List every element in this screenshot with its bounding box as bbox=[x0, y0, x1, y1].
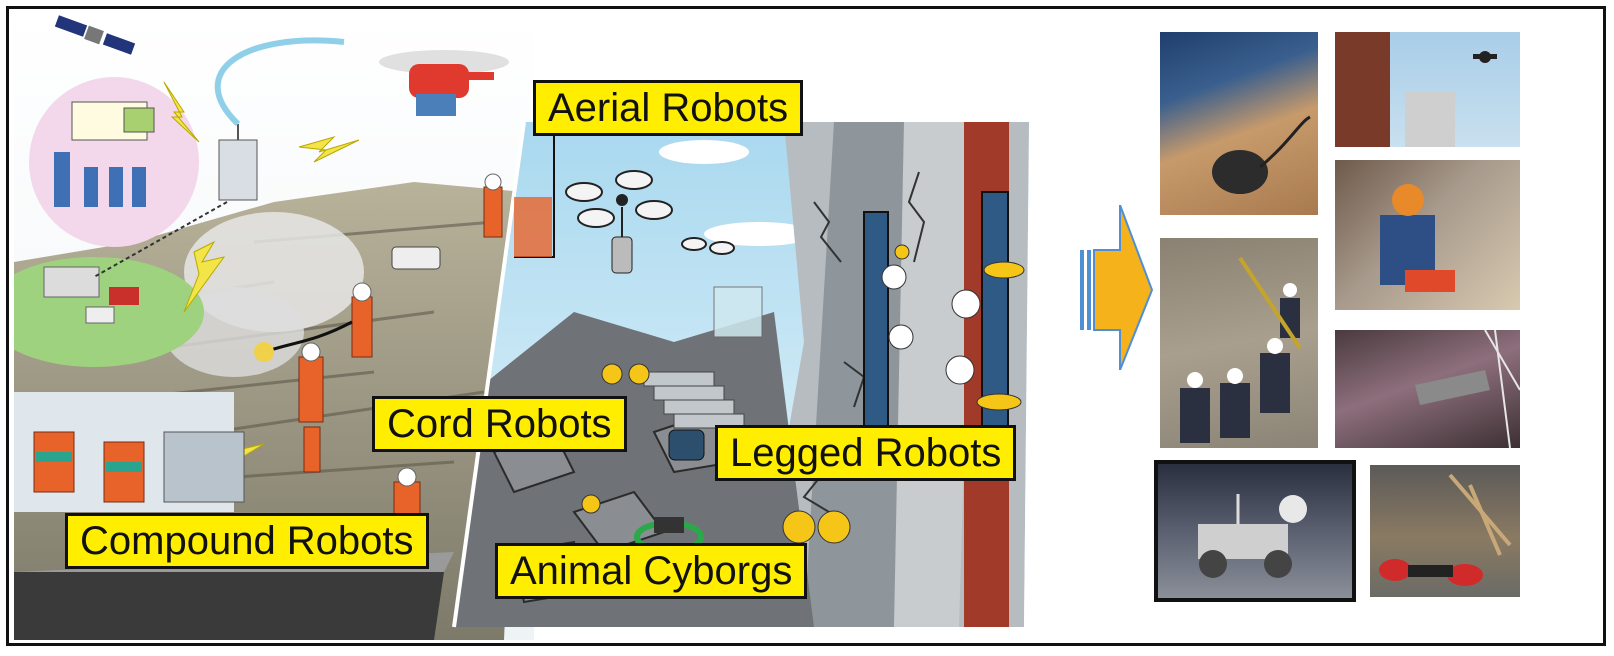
photo-cable-robot-on-pipe bbox=[1160, 32, 1318, 215]
photo-rescuers-hillside bbox=[1160, 238, 1318, 448]
photo-operator-orange bbox=[1335, 160, 1520, 310]
drone-icon bbox=[565, 170, 673, 274]
label-cord-robots: Cord Robots bbox=[372, 396, 627, 452]
photo-lunar-rover bbox=[1154, 460, 1356, 602]
photo-drone-sky bbox=[1335, 32, 1520, 147]
label-compound-robots: Compound Robots bbox=[65, 513, 429, 569]
label-aerial-robots: Aerial Robots bbox=[533, 80, 804, 136]
label-legged-robots: Legged Robots bbox=[715, 425, 1017, 481]
label-animal-cyborgs: Animal Cyborgs bbox=[495, 543, 808, 599]
photo-snake-robot-ruins bbox=[1370, 465, 1520, 597]
helicopter-icon bbox=[379, 50, 509, 116]
satellite-icon bbox=[54, 15, 136, 55]
right-arrow-icon bbox=[1080, 205, 1154, 370]
photo-rubble-debris bbox=[1335, 330, 1520, 448]
building-icon bbox=[218, 139, 258, 201]
